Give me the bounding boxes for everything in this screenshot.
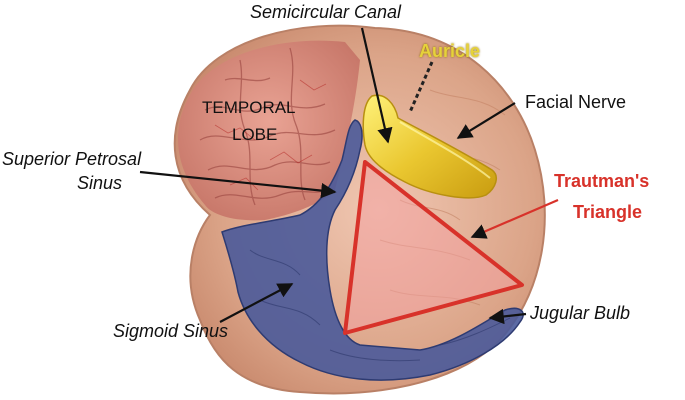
facial-nerve-dash: [408, 61, 434, 113]
auricle-label: Auricle: [419, 41, 481, 61]
sigmoid-sinus-label: Sigmoid Sinus: [113, 321, 229, 341]
superior-petrosal-arrow: [139, 170, 337, 199]
semicircular-canal-label: Semicircular Canal: [250, 2, 402, 22]
jugular-bulb-label: Jugular Bulb: [530, 303, 631, 323]
facial-nerve-label: Facial Nerve: [525, 92, 627, 112]
sigmoid-sinus-arrow: [219, 283, 294, 323]
trautmans-triangle-label-line1: Trautman's: [554, 171, 650, 191]
trautmans-triangle-label-line2: Triangle: [573, 202, 643, 222]
temporal-lobe-label-line2: LOBE: [232, 125, 278, 144]
facial-nerve-arrow: [456, 102, 516, 139]
sigmoid-sinus-shape: [221, 119, 524, 381]
trautman-arrow: [470, 198, 559, 239]
superior-petrosal-label-line1: Superior Petrosal: [2, 149, 142, 169]
jugular-bulb-arrow: [488, 308, 527, 325]
superior-petrosal-label-line2: Sinus: [77, 173, 123, 193]
semicircular-canal-shape: [362, 94, 497, 199]
semicircular-canal-arrow: [360, 27, 393, 144]
temporal-lobe: [178, 40, 360, 221]
temporal-lobe-label-line1: TEMPORAL: [202, 98, 296, 117]
trautmans-triangle: [343, 160, 524, 335]
